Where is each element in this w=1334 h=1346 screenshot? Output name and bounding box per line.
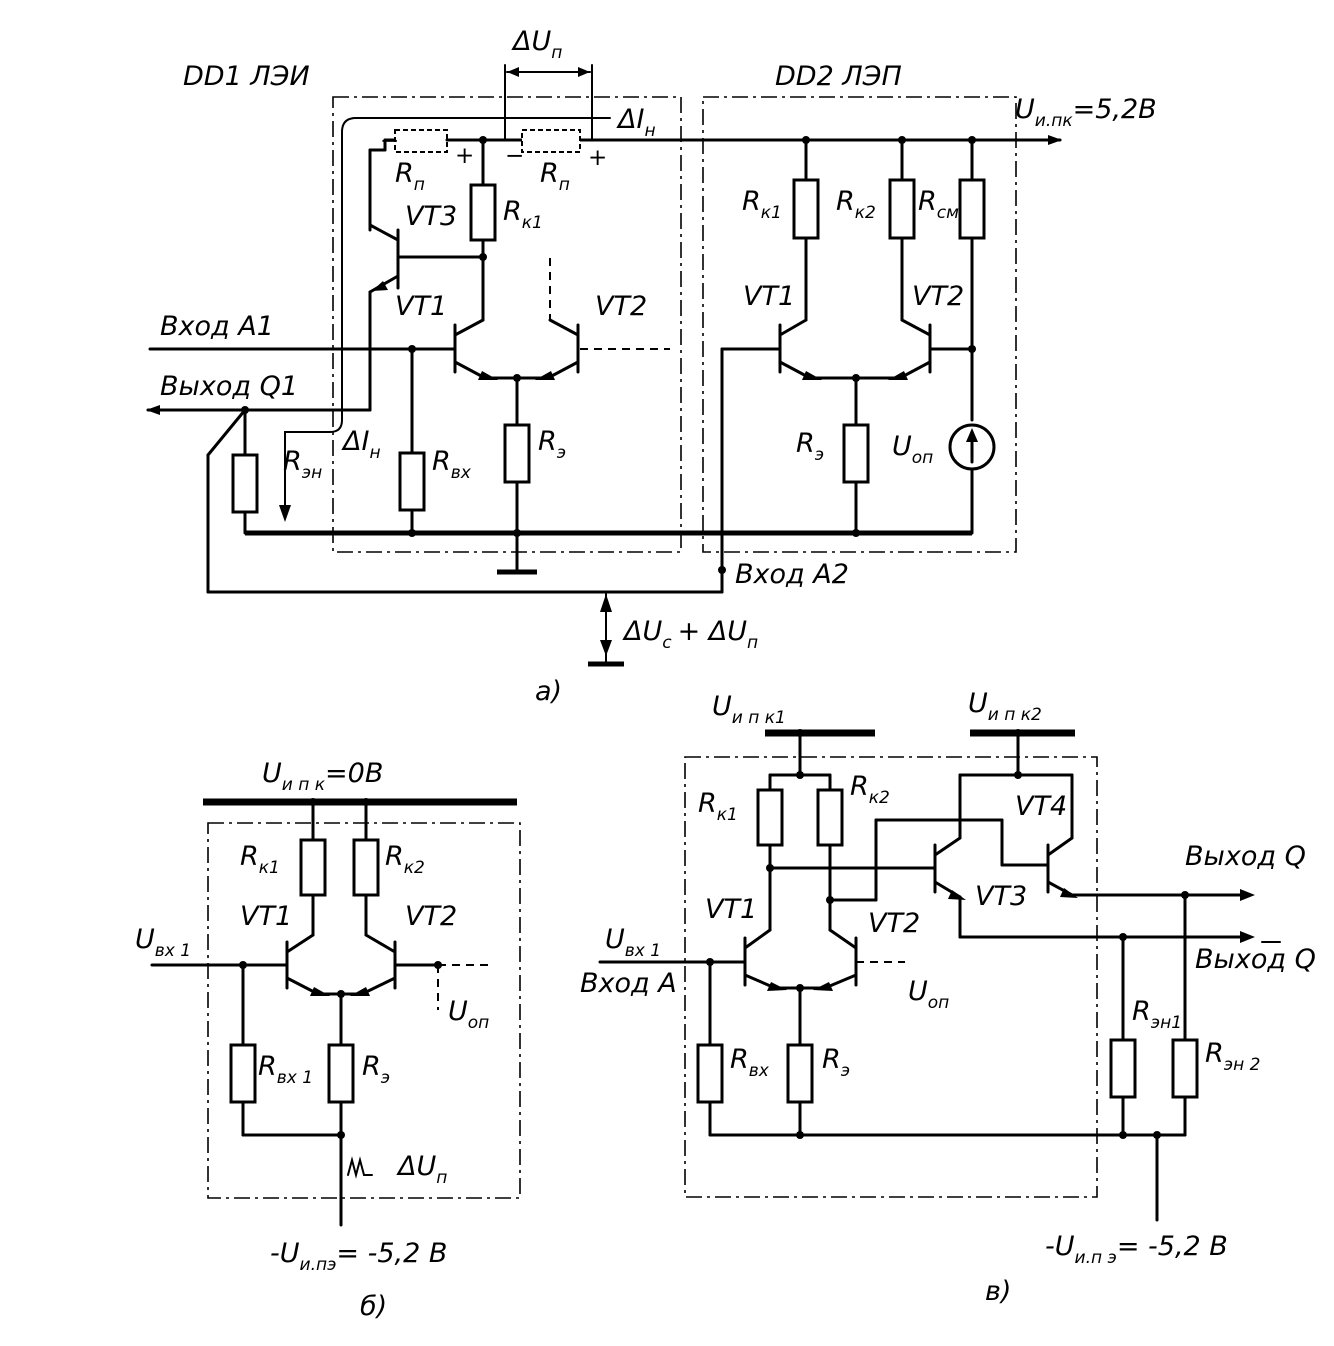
caption-a: а) [535,676,562,707]
delta-in2-label: ΔIн [341,426,381,463]
rp1-label: Rп [395,158,425,195]
fig-b-supply2-label: -Uи.пэ= -5,2 В [270,1238,447,1275]
fig-b-uop-label: Uоп [448,996,489,1033]
rk1-resistor [469,183,497,242]
fig-b-uin-label: Uвх 1 [135,924,191,961]
svg-text:−: − [505,143,524,169]
rp2-label: Rп [540,158,570,195]
fig-c-out-q-label: Выход Q [1185,841,1306,872]
dd2-rk2-resistor [888,178,916,240]
fig-c-supply1-label: Uи п к1 [712,691,786,728]
dd2-rk1-resistor [792,178,820,240]
delta-up-label: ΔUп [511,26,562,63]
svg-text:+: + [588,145,607,171]
dd2-vt2-label: VT2 [912,281,964,312]
supply-label: Uи.пк=5,2В [1015,94,1157,131]
vt1-label: VT1 [395,291,447,322]
re-resistor [503,423,531,484]
fig-b-box [207,822,521,1199]
input-a2-label: Вход А2 [735,559,849,590]
rk1-label: Rк1 [503,196,543,233]
fig-b-rk1-label: Rк1 [240,841,280,878]
dd1-box [332,96,682,553]
fig-c-rvx [696,1043,724,1104]
dd2-box [702,96,1017,553]
fig-b-re [327,1043,355,1104]
fig-c-ren1 [1109,1038,1137,1099]
fig-c-ren1-label: Rэн1 [1132,996,1182,1033]
fig-c-vt3-label: VT3 [975,881,1027,912]
rvx-label: Rвх [432,446,472,483]
dd1-label: DD1 ЛЭИ [183,61,310,92]
fig-b-rvx1 [229,1043,257,1104]
fig-c-box [684,756,1098,1198]
fig-c-vt4-label: VT4 [1015,791,1067,822]
output-q1-label: Выход Q1 [160,371,298,402]
dd2-vt1-label: VT1 [743,281,795,312]
fig-b-supply-label: Uи п к=0В [262,758,383,795]
fig-b-vt2-label: VT2 [405,901,457,932]
dd2-rk1-label: Rк1 [742,186,782,223]
fig-b-rk2-label: Rк2 [385,841,425,878]
caption-c: в) [985,1276,1011,1307]
fig-c-supply3-label: -Uи.п э= -5,2 В [1045,1231,1228,1268]
caption-b: б) [360,1291,387,1322]
fig-b-re-label: Rэ [362,1051,390,1088]
fig-c-ren2 [1171,1038,1199,1099]
svg-text:−: − [380,128,399,154]
fig-c-re [786,1043,814,1104]
delta-uc-label: ΔUс+ ΔUп [622,616,758,653]
rp1-resistor [394,129,448,153]
dd2-re-resistor [842,423,870,484]
ren-resistor [231,453,259,514]
fig-c-vt2-label: VT2 [868,908,920,939]
ren-label: Rэн [283,446,322,483]
fig-c-rk2 [816,788,844,847]
uop-label: Uоп [892,431,933,468]
delta-in-label: ΔIн [616,104,656,141]
vt2-label: VT2 [595,291,647,322]
figure-a: DD1 ЛЭИ DD2 ЛЭП ΔUп ΔIн Uи.пк=5,2В Rп Rп… [146,26,1157,707]
dd2-label: DD2 ЛЭП [775,61,902,92]
vt3-label: VT3 [405,201,457,232]
fig-b-rvx1-label: Rвх 1 [258,1051,313,1088]
dd2-rcm-resistor [958,178,986,240]
fig-c-input-a-label: Вход А [580,968,677,999]
dd2-rk2-label: Rк2 [836,186,876,223]
fig-c-rk1-label: Rк1 [698,788,738,825]
fig-c-supply2-label: Uи п к2 [968,688,1042,725]
fig-c-rk2-label: Rк2 [850,771,890,808]
fig-c-vt1-label: VT1 [705,894,757,925]
fig-c-rvx-label: Rвх [730,1044,770,1081]
fig-b-vt1-label: VT1 [240,901,292,932]
rvx-resistor [398,451,426,512]
fig-c-uin-label: Uвх 1 [605,924,661,961]
fig-c-re-label: Rэ [822,1044,850,1081]
fig-b-rk2 [352,838,380,897]
svg-text:+: + [455,143,474,169]
input-a1-label: Вход А1 [160,311,274,342]
fig-c-rk1 [756,788,784,847]
rp2-resistor [521,129,581,153]
fig-b-delta-label: ΔUп [396,1151,447,1188]
dd2-re-label: Rэ [796,428,824,465]
figure-c: Uи п к1 Uи п к2 Rк1 Rк2 VT4 Выход Q VT3 … [580,688,1316,1307]
fig-b-rk1 [299,838,327,897]
fig-c-ren2-label: Rэн 2 [1205,1038,1260,1075]
re-label: Rэ [538,426,566,463]
fig-c-uop-label: Uоп [908,976,949,1013]
figure-b: Uи п к=0В Rк1 Rк2 VT1 VT2 Uвх 1 Uоп Rвх … [135,758,521,1322]
dd2-rcm-label: Rсм [918,186,959,223]
fig-c-out-qbar-label: Выход Q [1195,944,1316,975]
